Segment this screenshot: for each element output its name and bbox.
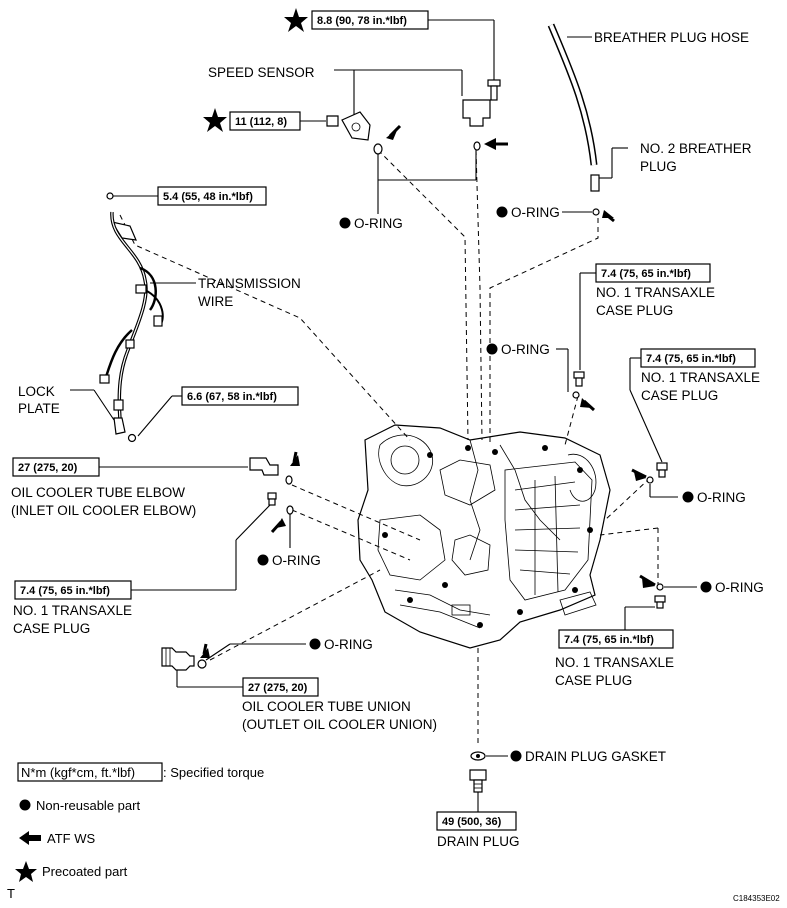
legend-precoated: Precoated part [42, 864, 128, 879]
no2-breather-label-1: NO. 2 BREATHER [640, 141, 752, 156]
case-plug-label-2: CASE PLUG [641, 388, 718, 403]
case-plug-label-2: CASE PLUG [596, 303, 673, 318]
figure-code: C184353E02 [733, 894, 780, 903]
o-ring-label: O-RING [511, 205, 560, 220]
torque-49: 49 (500, 36) [442, 816, 502, 828]
breather-plug-hose: BREATHER PLUG HOSE [547, 23, 749, 166]
torque-6-6: 6.6 (67, 58 in.*lbf) [187, 391, 277, 403]
non-reusable-dot-icon [682, 491, 694, 503]
speed-sensor-bolt-torque: 8.8 (90, 78 in.*lbf) [284, 8, 501, 101]
case-plug-label-2: CASE PLUG [13, 621, 90, 636]
o-ring-label: O-RING [697, 490, 746, 505]
precoated-star-icon [203, 108, 227, 132]
non-reusable-dot-icon [700, 581, 712, 593]
o-ring-breather: O-RING [496, 205, 615, 223]
union-label-2: (OUTLET OIL COOLER UNION) [242, 717, 437, 732]
legend: N*m (kgf*cm, ft.*lbf) : Specified torque… [15, 762, 264, 882]
atf-arrow-icon [484, 138, 496, 150]
non-reusable-dot-icon [486, 343, 498, 355]
no2-breather-label-2: PLUG [640, 159, 677, 174]
lock-plate-label-1: LOCK [18, 384, 55, 399]
torque-5-4: 5.4 (55, 48 in.*lbf) [163, 191, 253, 203]
torque-7-4: 7.4 (75, 65 in.*lbf) [601, 268, 691, 280]
lock-plate: LOCK PLATE [18, 384, 115, 421]
torque-7-4: 7.4 (75, 65 in.*lbf) [646, 353, 736, 365]
speed-sensor-bolt-torque-11: 11 (112, 8) [203, 108, 339, 132]
torque-27: 27 (275, 20) [248, 682, 308, 694]
atf-arrow-icon [19, 831, 41, 845]
elbow-label-1: OIL COOLER TUBE ELBOW [11, 485, 185, 500]
precoated-star-icon [15, 861, 37, 882]
trans-wire-label-2: WIRE [198, 294, 233, 309]
speed-sensor: SPEED SENSOR O-RING [208, 65, 508, 231]
torque-7-4: 7.4 (75, 65 in.*lbf) [20, 585, 110, 597]
o-ring-label: O-RING [272, 553, 321, 568]
non-reusable-dot-icon [309, 638, 321, 650]
case-plug-middle-right: 7.4 (75, 65 in.*lbf) NO. 1 TRANSAXLE CAS… [629, 348, 760, 505]
non-reusable-dot-icon [257, 554, 269, 566]
non-reusable-dot-icon [496, 206, 508, 218]
case-plug-left: O-RING 7.4 (75, 65 in.*lbf) NO. 1 TRANSA… [13, 492, 321, 636]
transmission-wire: 5.4 (55, 48 in.*lbf) TRANSMISSION WIRE [99, 186, 301, 443]
case-plug-label-1: NO. 1 TRANSAXLE [555, 655, 674, 670]
lock-plate-label-2: PLATE [18, 401, 60, 416]
union-label-1: OIL COOLER TUBE UNION [242, 699, 411, 714]
legend-torque-key: N*m (kgf*cm, ft.*lbf) [21, 765, 135, 780]
non-reusable-dot-icon [339, 217, 351, 229]
precoated-star-icon [284, 8, 308, 32]
o-ring-label: O-RING [501, 342, 550, 357]
torque-11: 11 (112, 8) [235, 116, 287, 128]
legend-atf: ATF WS [47, 831, 95, 846]
drain-plug-label: DRAIN PLUG [437, 834, 520, 849]
case-plug-lower-right: O-RING 7.4 (75, 65 in.*lbf) NO. 1 TRANSA… [555, 574, 764, 688]
case-plug-label-1: NO. 1 TRANSAXLE [641, 370, 760, 385]
legend-non-reusable: Non-reusable part [36, 798, 140, 813]
oil-cooler-elbow: 27 (275, 20) OIL COOLER TUBE ELBOW (INLE… [11, 451, 300, 518]
non-reusable-dot-icon [19, 799, 31, 811]
no2-breather-plug: NO. 2 BREATHER PLUG [590, 141, 752, 192]
o-ring-label: O-RING [324, 637, 373, 652]
case-plug-label-1: NO. 1 TRANSAXLE [13, 603, 132, 618]
breather-hose-label: BREATHER PLUG HOSE [594, 30, 749, 45]
case-plug-label-1: NO. 1 TRANSAXLE [596, 285, 715, 300]
elbow-label-2: (INLET OIL COOLER ELBOW) [11, 503, 196, 518]
o-ring-label: O-RING [715, 580, 764, 595]
atf-arrow-icon [634, 472, 646, 481]
torque-7-4: 7.4 (75, 65 in.*lbf) [564, 634, 654, 646]
oil-cooler-union: O-RING 27 (275, 20) OIL COOLER TUBE UNIO… [161, 637, 437, 732]
drain-plug: DRAIN PLUG GASKET 49 (500, 36) DRAIN PLU… [436, 749, 666, 849]
wire-bolt-torque-6-6: 6.6 (67, 58 in.*lbf) [137, 386, 299, 437]
case-plug-label-2: CASE PLUG [555, 673, 632, 688]
transaxle-assembly [357, 424, 611, 649]
drain-gasket-label: DRAIN PLUG GASKET [525, 749, 666, 764]
assembly-guide-lines [119, 149, 659, 745]
torque-8-8: 8.8 (90, 78 in.*lbf) [317, 15, 407, 27]
trans-wire-label-1: TRANSMISSION [198, 276, 301, 291]
legend-torque-desc: : Specified torque [163, 765, 264, 780]
torque-27: 27 (275, 20) [18, 462, 78, 474]
speed-sensor-label: SPEED SENSOR [208, 65, 315, 80]
footer-mark: T [7, 886, 15, 901]
case-plug-upper-right: 7.4 (75, 65 in.*lbf) NO. 1 TRANSAXLE CAS… [486, 263, 715, 412]
non-reusable-dot-icon [510, 750, 522, 762]
o-ring-label: O-RING [354, 216, 403, 231]
